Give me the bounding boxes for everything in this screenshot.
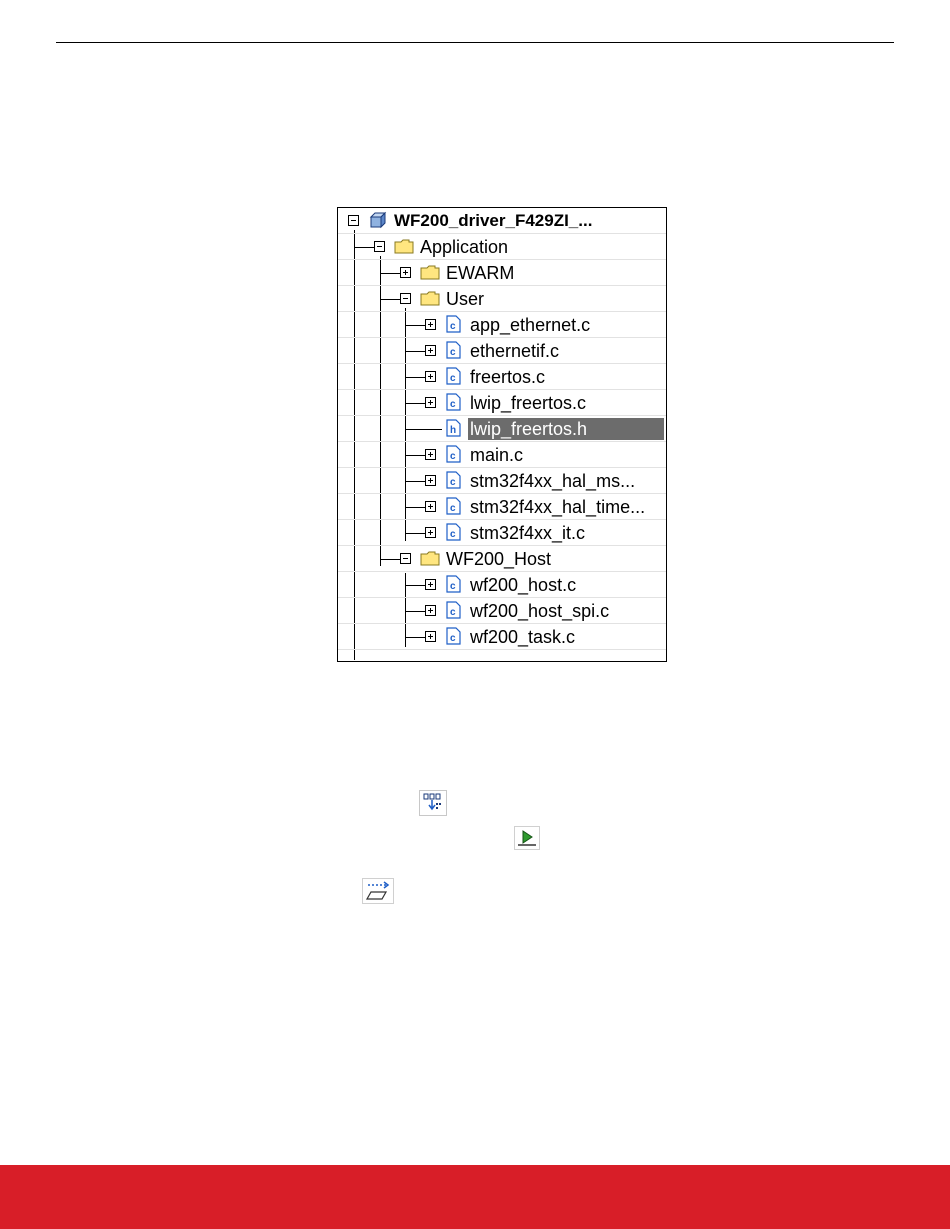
collapse-toggle[interactable] — [400, 553, 411, 564]
tree-row-wf200-host[interactable]: WF200_Host — [338, 546, 666, 572]
tree-item-label: stm32f4xx_hal_ms... — [468, 470, 637, 492]
expand-toggle[interactable] — [400, 267, 411, 278]
tree-item-label: wf200_host.c — [468, 574, 578, 596]
expand-toggle[interactable] — [425, 475, 436, 486]
svg-text:c: c — [450, 633, 456, 644]
expand-toggle[interactable] — [425, 605, 436, 616]
tree-item-label: wf200_task.c — [468, 626, 577, 648]
svg-text:c: c — [450, 347, 456, 358]
c-file-icon: c — [446, 627, 461, 645]
collapse-toggle[interactable] — [374, 241, 385, 252]
collapse-toggle[interactable] — [348, 215, 359, 226]
tree-row-file[interactable]: c wf200_host_spi.c — [338, 598, 666, 624]
tree-item-label: WF200_Host — [444, 548, 553, 570]
tree-row-file[interactable]: c stm32f4xx_it.c — [338, 520, 666, 546]
expand-toggle[interactable] — [425, 371, 436, 382]
c-file-icon: c — [446, 523, 461, 541]
expand-toggle[interactable] — [425, 579, 436, 590]
c-file-icon: c — [446, 315, 461, 333]
c-file-icon: c — [446, 367, 461, 385]
expand-toggle[interactable] — [425, 397, 436, 408]
h-file-icon: h — [446, 419, 461, 437]
svg-text:c: c — [450, 503, 456, 514]
svg-text:c: c — [450, 477, 456, 488]
c-file-icon: c — [446, 601, 461, 619]
tree-row-file[interactable]: c ethernetif.c — [338, 338, 666, 364]
svg-text:c: c — [450, 373, 456, 384]
c-file-icon: c — [446, 393, 461, 411]
make-icon — [419, 790, 447, 816]
tree-item-label: app_ethernet.c — [468, 314, 592, 336]
tree-item-label: freertos.c — [468, 366, 547, 388]
collapse-toggle[interactable] — [400, 293, 411, 304]
step-over-icon — [362, 878, 394, 904]
svg-text:c: c — [450, 581, 456, 592]
c-file-icon: c — [446, 575, 461, 593]
tree-item-label: EWARM — [444, 262, 516, 284]
tree-row-application[interactable]: Application — [338, 234, 666, 260]
folder-icon — [420, 291, 440, 306]
tree-row-ewarm[interactable]: EWARM — [338, 260, 666, 286]
workspace-tree-panel: WF200_driver_F429ZI_... Application EWAR… — [337, 207, 667, 662]
svg-text:c: c — [450, 321, 456, 332]
tree-row-file[interactable]: c wf200_host.c — [338, 572, 666, 598]
c-file-icon: c — [446, 445, 461, 463]
tree-item-label: lwip_freertos.c — [468, 392, 588, 414]
tree-row-file[interactable]: c freertos.c — [338, 364, 666, 390]
tree-row-file[interactable]: c stm32f4xx_hal_time... — [338, 494, 666, 520]
footer-brand-band — [0, 1165, 950, 1229]
expand-toggle[interactable] — [425, 319, 436, 330]
expand-toggle[interactable] — [425, 345, 436, 356]
svg-text:c: c — [450, 529, 456, 540]
tree-item-label: WF200_driver_F429ZI_... — [392, 210, 594, 232]
tree-row-root[interactable]: WF200_driver_F429ZI_... — [338, 208, 666, 234]
expand-toggle[interactable] — [425, 527, 436, 538]
c-file-icon: c — [446, 341, 461, 359]
c-file-icon: c — [446, 471, 461, 489]
tree-item-label: ethernetif.c — [468, 340, 561, 362]
tree-item-label: User — [444, 288, 486, 310]
tree-row-file-selected[interactable]: h lwip_freertos.h — [338, 416, 666, 442]
svg-text:h: h — [450, 425, 456, 436]
tree-item-label: stm32f4xx_hal_time... — [468, 496, 647, 518]
svg-text:c: c — [450, 607, 456, 618]
expand-toggle[interactable] — [425, 631, 436, 642]
tree-row-user[interactable]: User — [338, 286, 666, 312]
project-cube-icon — [368, 211, 388, 229]
download-and-debug-icon — [514, 826, 540, 850]
tree-item-label: wf200_host_spi.c — [468, 600, 611, 622]
tree-item-label: stm32f4xx_it.c — [468, 522, 587, 544]
expand-toggle[interactable] — [425, 501, 436, 512]
folder-icon — [420, 551, 440, 566]
tree-row-file[interactable]: c main.c — [338, 442, 666, 468]
header-rule — [56, 42, 894, 43]
tree-row-file[interactable]: c app_ethernet.c — [338, 312, 666, 338]
tree-item-label: lwip_freertos.h — [468, 418, 664, 440]
svg-text:c: c — [450, 451, 456, 462]
tree-row-file[interactable]: c lwip_freertos.c — [338, 390, 666, 416]
c-file-icon: c — [446, 497, 461, 515]
tree-item-label: main.c — [468, 444, 525, 466]
tree-item-label: Application — [418, 236, 510, 258]
folder-icon — [420, 265, 440, 280]
expand-toggle[interactable] — [425, 449, 436, 460]
svg-text:c: c — [450, 399, 456, 410]
tree-row-file[interactable]: c stm32f4xx_hal_ms... — [338, 468, 666, 494]
tree-row-file[interactable]: c wf200_task.c — [338, 624, 666, 650]
folder-icon — [394, 239, 414, 254]
